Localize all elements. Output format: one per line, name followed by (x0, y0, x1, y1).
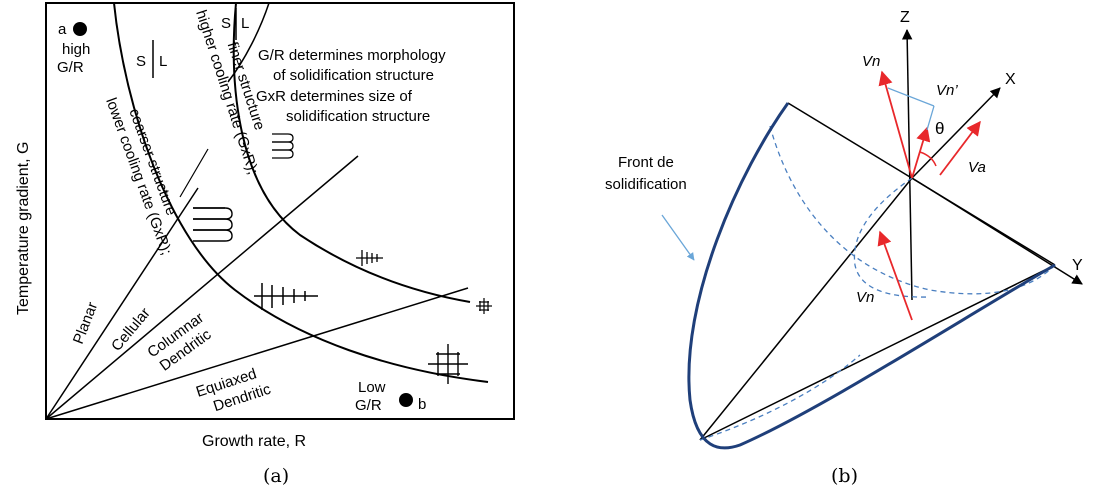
y-axis-label: Temperature gradient, G (15, 142, 32, 315)
lower-edge (699, 264, 1056, 441)
vn-prime-label: Vn’ (936, 82, 958, 99)
caption-a: (a) (263, 465, 289, 487)
boundary-columnar-equiaxed (45, 287, 469, 420)
point-b-letter: b (418, 396, 426, 413)
note-line-1: G/R determines morphology (258, 47, 446, 64)
front-label-line1: Front de (618, 154, 674, 171)
sl-top-s: S (221, 15, 231, 32)
leader-lower-rate (179, 148, 209, 198)
vn-bottom-label: Vn (856, 289, 874, 306)
vector-va (939, 120, 981, 176)
sl-top-l: L (241, 15, 249, 32)
axis-y-label: Y (1072, 257, 1083, 274)
front-leader-arrow (661, 214, 695, 261)
equiaxed-dendrite-glyph-large (428, 344, 468, 384)
theta-label: θ (935, 119, 944, 138)
axis-x-line (911, 87, 1001, 179)
dashed-arc-upper (769, 125, 1056, 295)
point-b-dot (399, 393, 413, 407)
solidification-front-curve (687, 102, 1056, 450)
panel-a: a high G/R Low G/R b S L S L G/R determi… (15, 2, 515, 487)
va-label: Va (968, 159, 986, 176)
front-label-line2: solidification (605, 176, 687, 193)
caption-b: (b) (831, 465, 858, 487)
curve-lower-cooling-rate (113, 2, 489, 383)
point-b-line2: G/R (355, 397, 382, 414)
point-b-line1: Low (358, 379, 386, 396)
note-line-2: of solidification structure (273, 67, 434, 84)
dashed-arc-inner (853, 177, 931, 298)
projection-line (887, 87, 935, 107)
curve-top-right (227, 2, 270, 83)
vector-vn-prime (911, 126, 931, 179)
sl-left-s: S (136, 53, 146, 70)
curve-higher-cooling-rate (232, 2, 471, 303)
vector-vn-top (878, 70, 913, 179)
point-a-line1: high (62, 41, 90, 58)
sl-left-l: L (159, 53, 167, 70)
plot-frame (45, 2, 515, 420)
x-axis-label: Growth rate, R (202, 433, 306, 450)
note-line-3: GxR determines size of (256, 88, 413, 105)
columnar-dendrite-glyph-large (254, 283, 318, 310)
columnar-dendrite-glyph-small (356, 250, 383, 266)
axis-z-line (901, 28, 913, 301)
point-a-line2: G/R (57, 59, 84, 76)
boundary-planar-cellular (45, 187, 199, 420)
axis-y-line (911, 177, 1083, 285)
axis-z-label: Z (900, 9, 910, 26)
theta-arc (919, 151, 937, 167)
axis-diagonal (699, 177, 913, 441)
vn-top-label: Vn (862, 53, 880, 70)
cellular-glyph-small (272, 133, 294, 159)
point-a-letter: a (58, 21, 67, 38)
panel-b: Z X Y θ Front de solidification Vn Vn’ V… (605, 9, 1083, 487)
projection-drop (926, 105, 935, 131)
boundary-cellular-columnar (45, 155, 359, 420)
cellular-glyph-large (193, 207, 233, 242)
dashed-arc-lower (699, 354, 861, 441)
point-a-dot (73, 22, 87, 36)
equiaxed-dendrite-glyph-small (476, 298, 492, 314)
note-line-4: solidification structure (286, 108, 430, 125)
vector-vn-bottom (877, 230, 913, 321)
region-planar: Planar (70, 300, 101, 347)
axis-x-label: X (1005, 71, 1016, 88)
